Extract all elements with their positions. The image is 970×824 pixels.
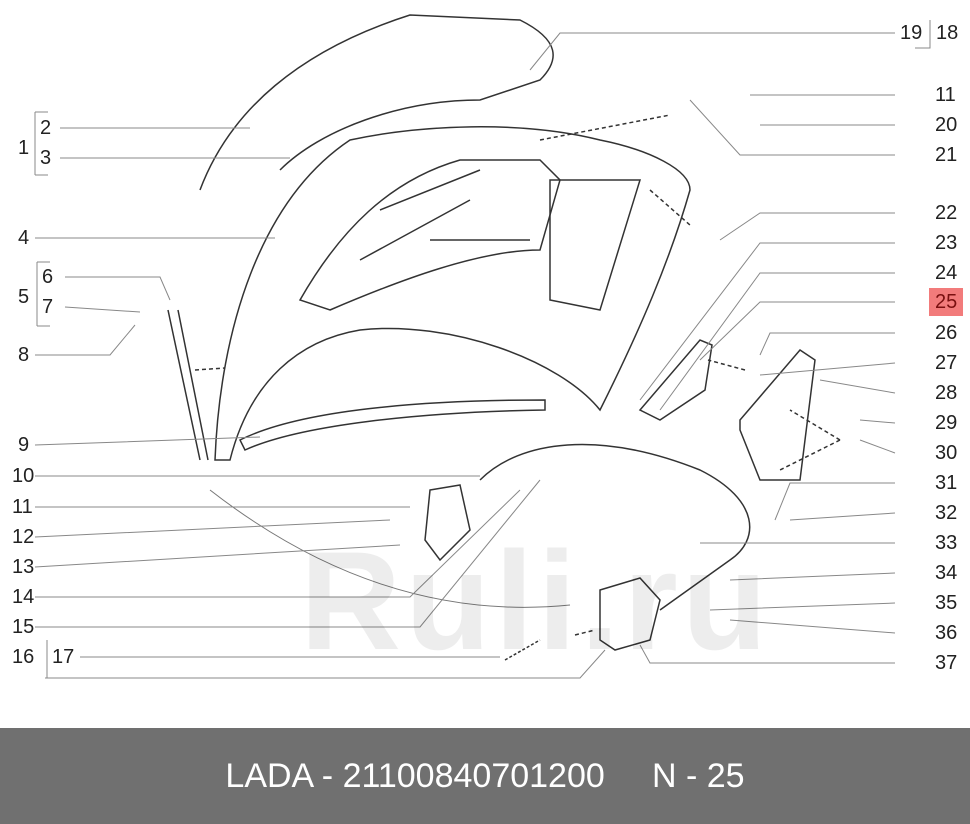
label-12: 12: [12, 526, 35, 548]
label-28: 28: [935, 382, 958, 404]
label-21: 21: [935, 144, 958, 166]
label-27: 27: [935, 352, 958, 374]
label-25-highlighted: 25: [929, 288, 964, 316]
label-5: 5: [18, 286, 30, 308]
label-9: 9: [18, 434, 30, 456]
label-16: 16: [12, 646, 35, 668]
label-1: 1: [18, 137, 30, 159]
label-35: 35: [935, 592, 958, 614]
label-20: 20: [935, 114, 958, 136]
label-22: 22: [935, 202, 958, 224]
label-26: 26: [935, 322, 958, 344]
release-cable: [479, 443, 751, 611]
label-6: 6: [42, 266, 54, 288]
hinge: [739, 349, 816, 481]
label-31: 31: [935, 472, 958, 494]
part-caption: LADA - 21100840701200 N - 25: [225, 756, 745, 795]
hood-lock: [599, 577, 661, 651]
watermark: Ruli.ru: [300, 522, 772, 679]
label-2: 2: [40, 117, 52, 139]
hood-panel: [214, 126, 691, 461]
label-18: 18: [936, 22, 959, 44]
label-36: 36: [935, 622, 958, 644]
label-13: 13: [12, 556, 35, 578]
label-10: 10: [12, 465, 35, 487]
label-33: 33: [935, 532, 958, 554]
part-caption-bar: LADA - 21100840701200 N - 25: [0, 728, 970, 824]
label-17: 17: [52, 646, 75, 668]
label-15: 15: [12, 616, 35, 638]
label-11-right: 11: [935, 84, 956, 106]
label-29: 29: [935, 412, 958, 434]
label-14: 14: [12, 586, 35, 608]
label-11: 11: [12, 496, 33, 518]
label-3: 3: [40, 147, 52, 169]
label-32: 32: [935, 502, 958, 524]
hood-parts-diagram: [34, 14, 931, 679]
label-4: 4: [18, 227, 30, 249]
label-8: 8: [18, 344, 30, 366]
label-37: 37: [935, 652, 958, 674]
label-34: 34: [935, 562, 958, 584]
label-19: 19: [900, 22, 923, 44]
label-30: 30: [935, 442, 958, 464]
label-23: 23: [935, 232, 958, 254]
hood-insulation: [199, 14, 554, 191]
label-7: 7: [42, 296, 54, 318]
gas-strut: [167, 309, 209, 461]
label-24: 24: [935, 262, 958, 284]
